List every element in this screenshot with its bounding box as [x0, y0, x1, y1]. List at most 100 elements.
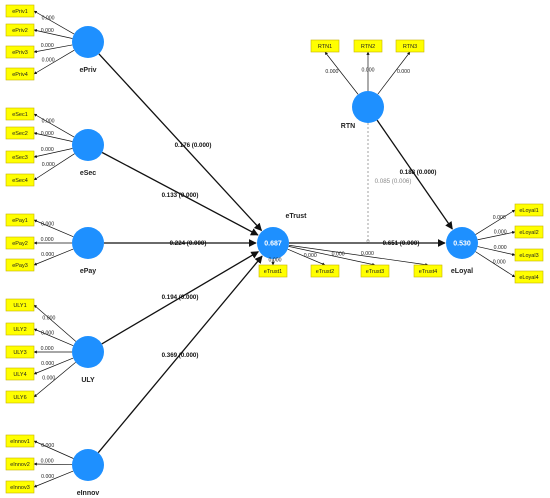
construct-eloyal — [446, 227, 478, 259]
indicator-label: eLoyal3 — [519, 253, 538, 259]
loading-value: 0.000 — [41, 252, 54, 258]
construct-label: eLoyal — [451, 268, 473, 275]
path-coefficient: 0.188 (0.000) — [400, 169, 437, 176]
loading-arrow — [33, 361, 76, 398]
indicator-box — [514, 203, 544, 217]
loading-value: 0.000 — [494, 245, 507, 251]
indicator-label: ePriv4 — [12, 72, 28, 78]
loading-arrow — [475, 251, 516, 278]
indicator-box — [258, 264, 288, 278]
r-squared-value: 0.530 — [453, 241, 471, 248]
indicator-box — [310, 264, 340, 278]
loading-value: 0.000 — [361, 251, 374, 257]
indicator-box — [5, 4, 35, 18]
loading-arrow — [33, 148, 73, 158]
indicator-label: eInnov2 — [10, 462, 30, 468]
loading-value: 0.000 — [41, 474, 54, 480]
indicator-box — [5, 150, 35, 164]
indicator-label: eTrust3 — [366, 269, 384, 275]
construct-esec — [72, 129, 104, 161]
construct-label: eSec — [80, 170, 96, 177]
loading-value: 0.000 — [269, 257, 282, 263]
indicator-box — [514, 225, 544, 239]
loading-value: 0.000 — [493, 260, 506, 266]
loading-arrow — [33, 44, 73, 54]
indicator-box — [5, 434, 35, 448]
construct-etrust — [257, 227, 289, 259]
loading-value: 0.000 — [42, 162, 55, 168]
loading-value: 0.000 — [41, 361, 54, 367]
loading-arrow — [287, 248, 326, 266]
construct-rtn — [352, 91, 384, 123]
loading-value: 0.000 — [42, 118, 55, 124]
construct-label: ePay — [80, 268, 96, 275]
indicator-label: ULY3 — [13, 350, 26, 356]
indicator-box — [5, 213, 35, 227]
indicator-box — [5, 173, 35, 187]
indicator-label: ePriv3 — [12, 50, 28, 56]
indicator-box — [5, 107, 35, 121]
indicator-label: ePay3 — [12, 263, 28, 269]
loading-arrow — [33, 10, 75, 35]
path-arrow-eSec_eTrust — [101, 151, 259, 236]
indicator-box — [360, 264, 390, 278]
indicator-label: RTN3 — [403, 44, 417, 50]
loading-value: 0.000 — [42, 375, 55, 381]
indicator-label: eSec1 — [12, 112, 28, 118]
indicator-box — [514, 248, 544, 262]
loading-arrow — [33, 304, 77, 342]
indicator-box — [5, 457, 35, 471]
indicator-label: ULY6 — [13, 395, 26, 401]
moderation-coefficient: 0.085 (0.006) — [375, 178, 412, 185]
indicator-box — [5, 322, 35, 336]
indicator-box — [5, 390, 35, 404]
loading-value: 0.000 — [332, 252, 345, 258]
indicator-box — [5, 258, 35, 272]
indicator-box — [310, 39, 340, 53]
indicator-label: ULY1 — [13, 303, 26, 309]
indicator-label: eSec3 — [12, 155, 28, 161]
indicator-box — [5, 236, 35, 250]
indicator-label: eTrust1 — [264, 269, 282, 275]
construct-label: RTN — [341, 123, 355, 130]
path-coefficient: 0.133 (0.000) — [162, 192, 199, 199]
construct-label: eTrust — [285, 213, 307, 220]
indicator-label: RTN1 — [318, 44, 332, 50]
loading-arrow — [288, 244, 429, 267]
loading-value: 0.000 — [41, 43, 54, 49]
loading-value: 0.000 — [42, 15, 55, 21]
path-coefficient: 0.651 (0.000) — [383, 240, 420, 247]
indicator-box — [353, 39, 383, 53]
loading-arrow — [324, 51, 359, 95]
indicator-box — [5, 480, 35, 494]
indicator-box — [5, 23, 35, 37]
indicator-label: eTrust2 — [316, 269, 334, 275]
loading-value: 0.000 — [325, 69, 338, 75]
construct-epriv — [72, 26, 104, 58]
indicator-label: eInnov3 — [10, 485, 30, 491]
loading-value: 0.000 — [41, 458, 54, 464]
loading-arrow — [288, 246, 376, 266]
loading-arrow — [377, 51, 411, 95]
indicator-label: eSec2 — [12, 131, 28, 137]
indicator-label: ePay2 — [12, 241, 28, 247]
indicator-box — [413, 264, 443, 278]
loading-arrow — [33, 357, 74, 375]
loading-arrow — [33, 113, 75, 138]
loading-arrow — [33, 470, 74, 488]
loading-value: 0.000 — [304, 253, 317, 259]
path-coefficient: 0.224 (0.000) — [170, 240, 207, 247]
path-arrow-ePriv_eTrust — [98, 53, 263, 232]
loading-arrow — [33, 462, 73, 466]
r-squared-value: 0.687 — [264, 241, 282, 248]
construct-label: ePriv — [79, 67, 96, 74]
indicator-label: eInnov1 — [10, 439, 30, 445]
loading-value: 0.000 — [41, 147, 54, 153]
indicator-label: RTN2 — [361, 44, 375, 50]
indicator-box — [395, 39, 425, 53]
indicator-label: eLoyal2 — [519, 230, 538, 236]
loading-arrow — [33, 153, 75, 181]
construct-einnov — [72, 449, 104, 481]
path-coefficient: 0.369 (0.000) — [162, 352, 199, 359]
